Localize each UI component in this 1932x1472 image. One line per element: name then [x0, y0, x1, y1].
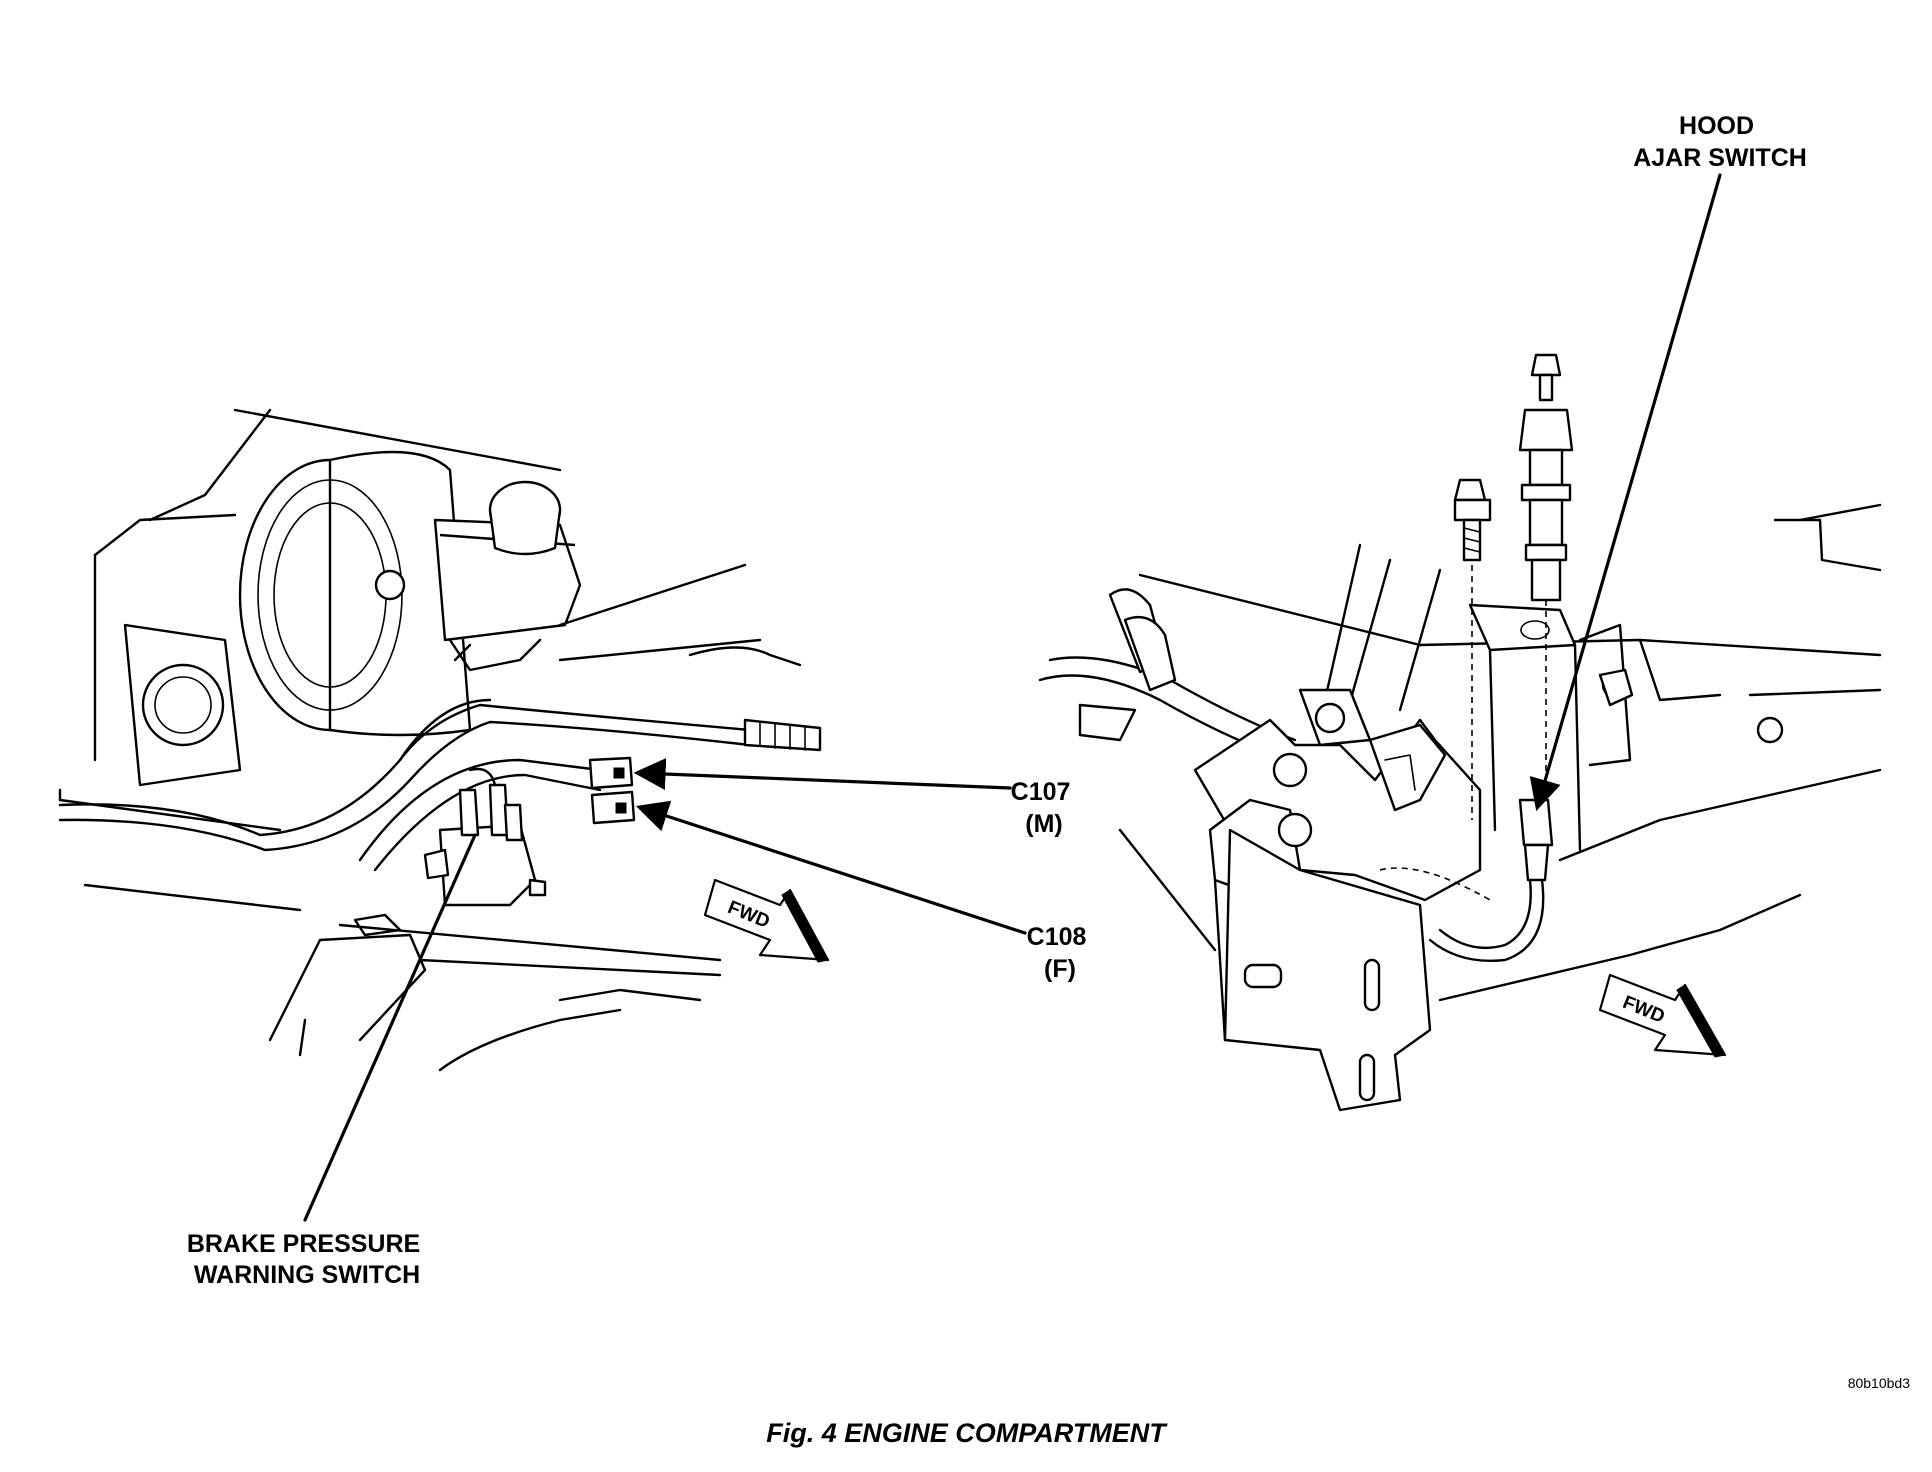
figure-code: 80b10bd3: [1848, 1375, 1911, 1391]
c107-leader-arrow: [633, 758, 1012, 791]
right-view-illustration: [1038, 353, 1882, 1112]
c108-label: C108 (F): [1027, 923, 1094, 983]
hood-ajar-leader-arrow: [1529, 173, 1722, 812]
brake-pressure-warning-switch-label: BRAKE PRESSURE WARNING SWITCH: [187, 1230, 427, 1289]
fwd-arrow-left: FWD: [703, 878, 830, 963]
figure-caption: Fig. 4 ENGINE COMPARTMENT: [766, 1418, 1168, 1448]
brake-switch-leader-line: [303, 833, 477, 1222]
hood-ajar-switch-label: HOOD AJAR SWITCH: [1633, 112, 1807, 172]
c108-leader-arrow: [635, 800, 1027, 935]
leader-lines: [303, 173, 1722, 1222]
fwd-arrow-right: FWD: [1598, 973, 1727, 1058]
left-view-illustration: [58, 408, 822, 1072]
c107-label: C107 (M): [1011, 778, 1078, 838]
callout-labels: HOOD AJAR SWITCH C107 (M) C108 (F) BRAKE…: [187, 112, 1807, 1289]
